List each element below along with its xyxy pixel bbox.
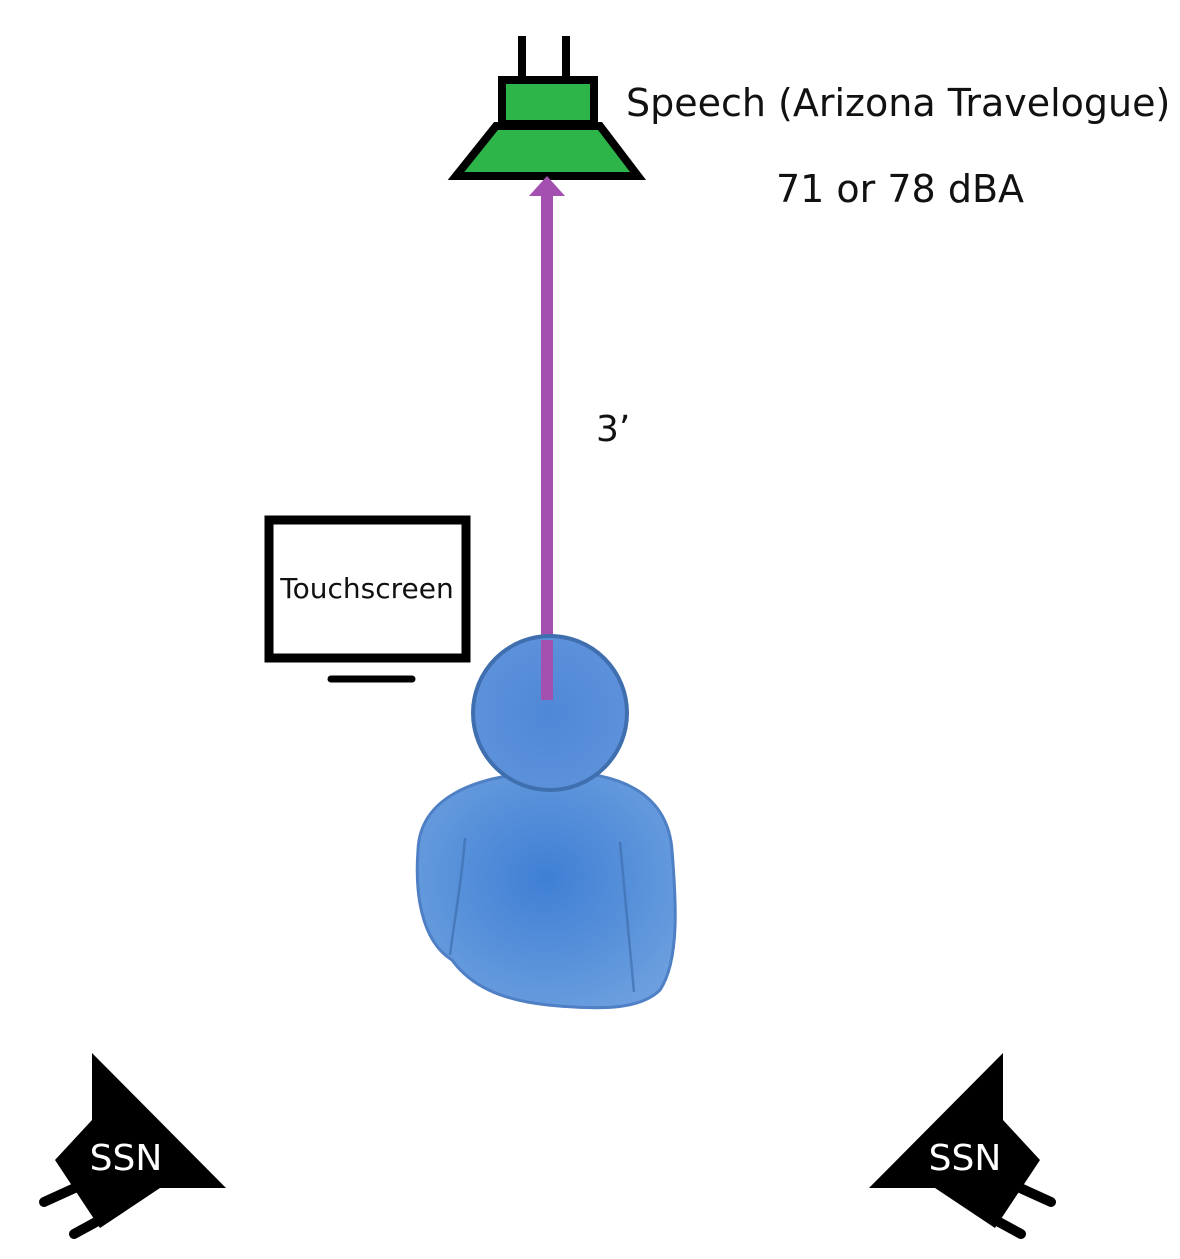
distance-arrow [529,176,565,700]
right-ssn-label: SSN [929,1138,1002,1179]
left-ssn-label: SSN [90,1138,163,1179]
right-ssn-loudspeaker-icon [869,1053,1056,1239]
speech-loudspeaker-icon [447,36,647,180]
distance-label: 3’ [596,409,630,450]
left-ssn-loudspeaker-icon [39,1053,226,1239]
touchscreen-monitor-icon [264,515,471,683]
touchscreen-label: Touchscreen [279,572,453,605]
level-label: 71 or 78 dBA [776,167,1024,211]
listener-person-icon [415,634,677,1010]
speech-label: Speech (Arizona Travelogue) [626,81,1170,125]
